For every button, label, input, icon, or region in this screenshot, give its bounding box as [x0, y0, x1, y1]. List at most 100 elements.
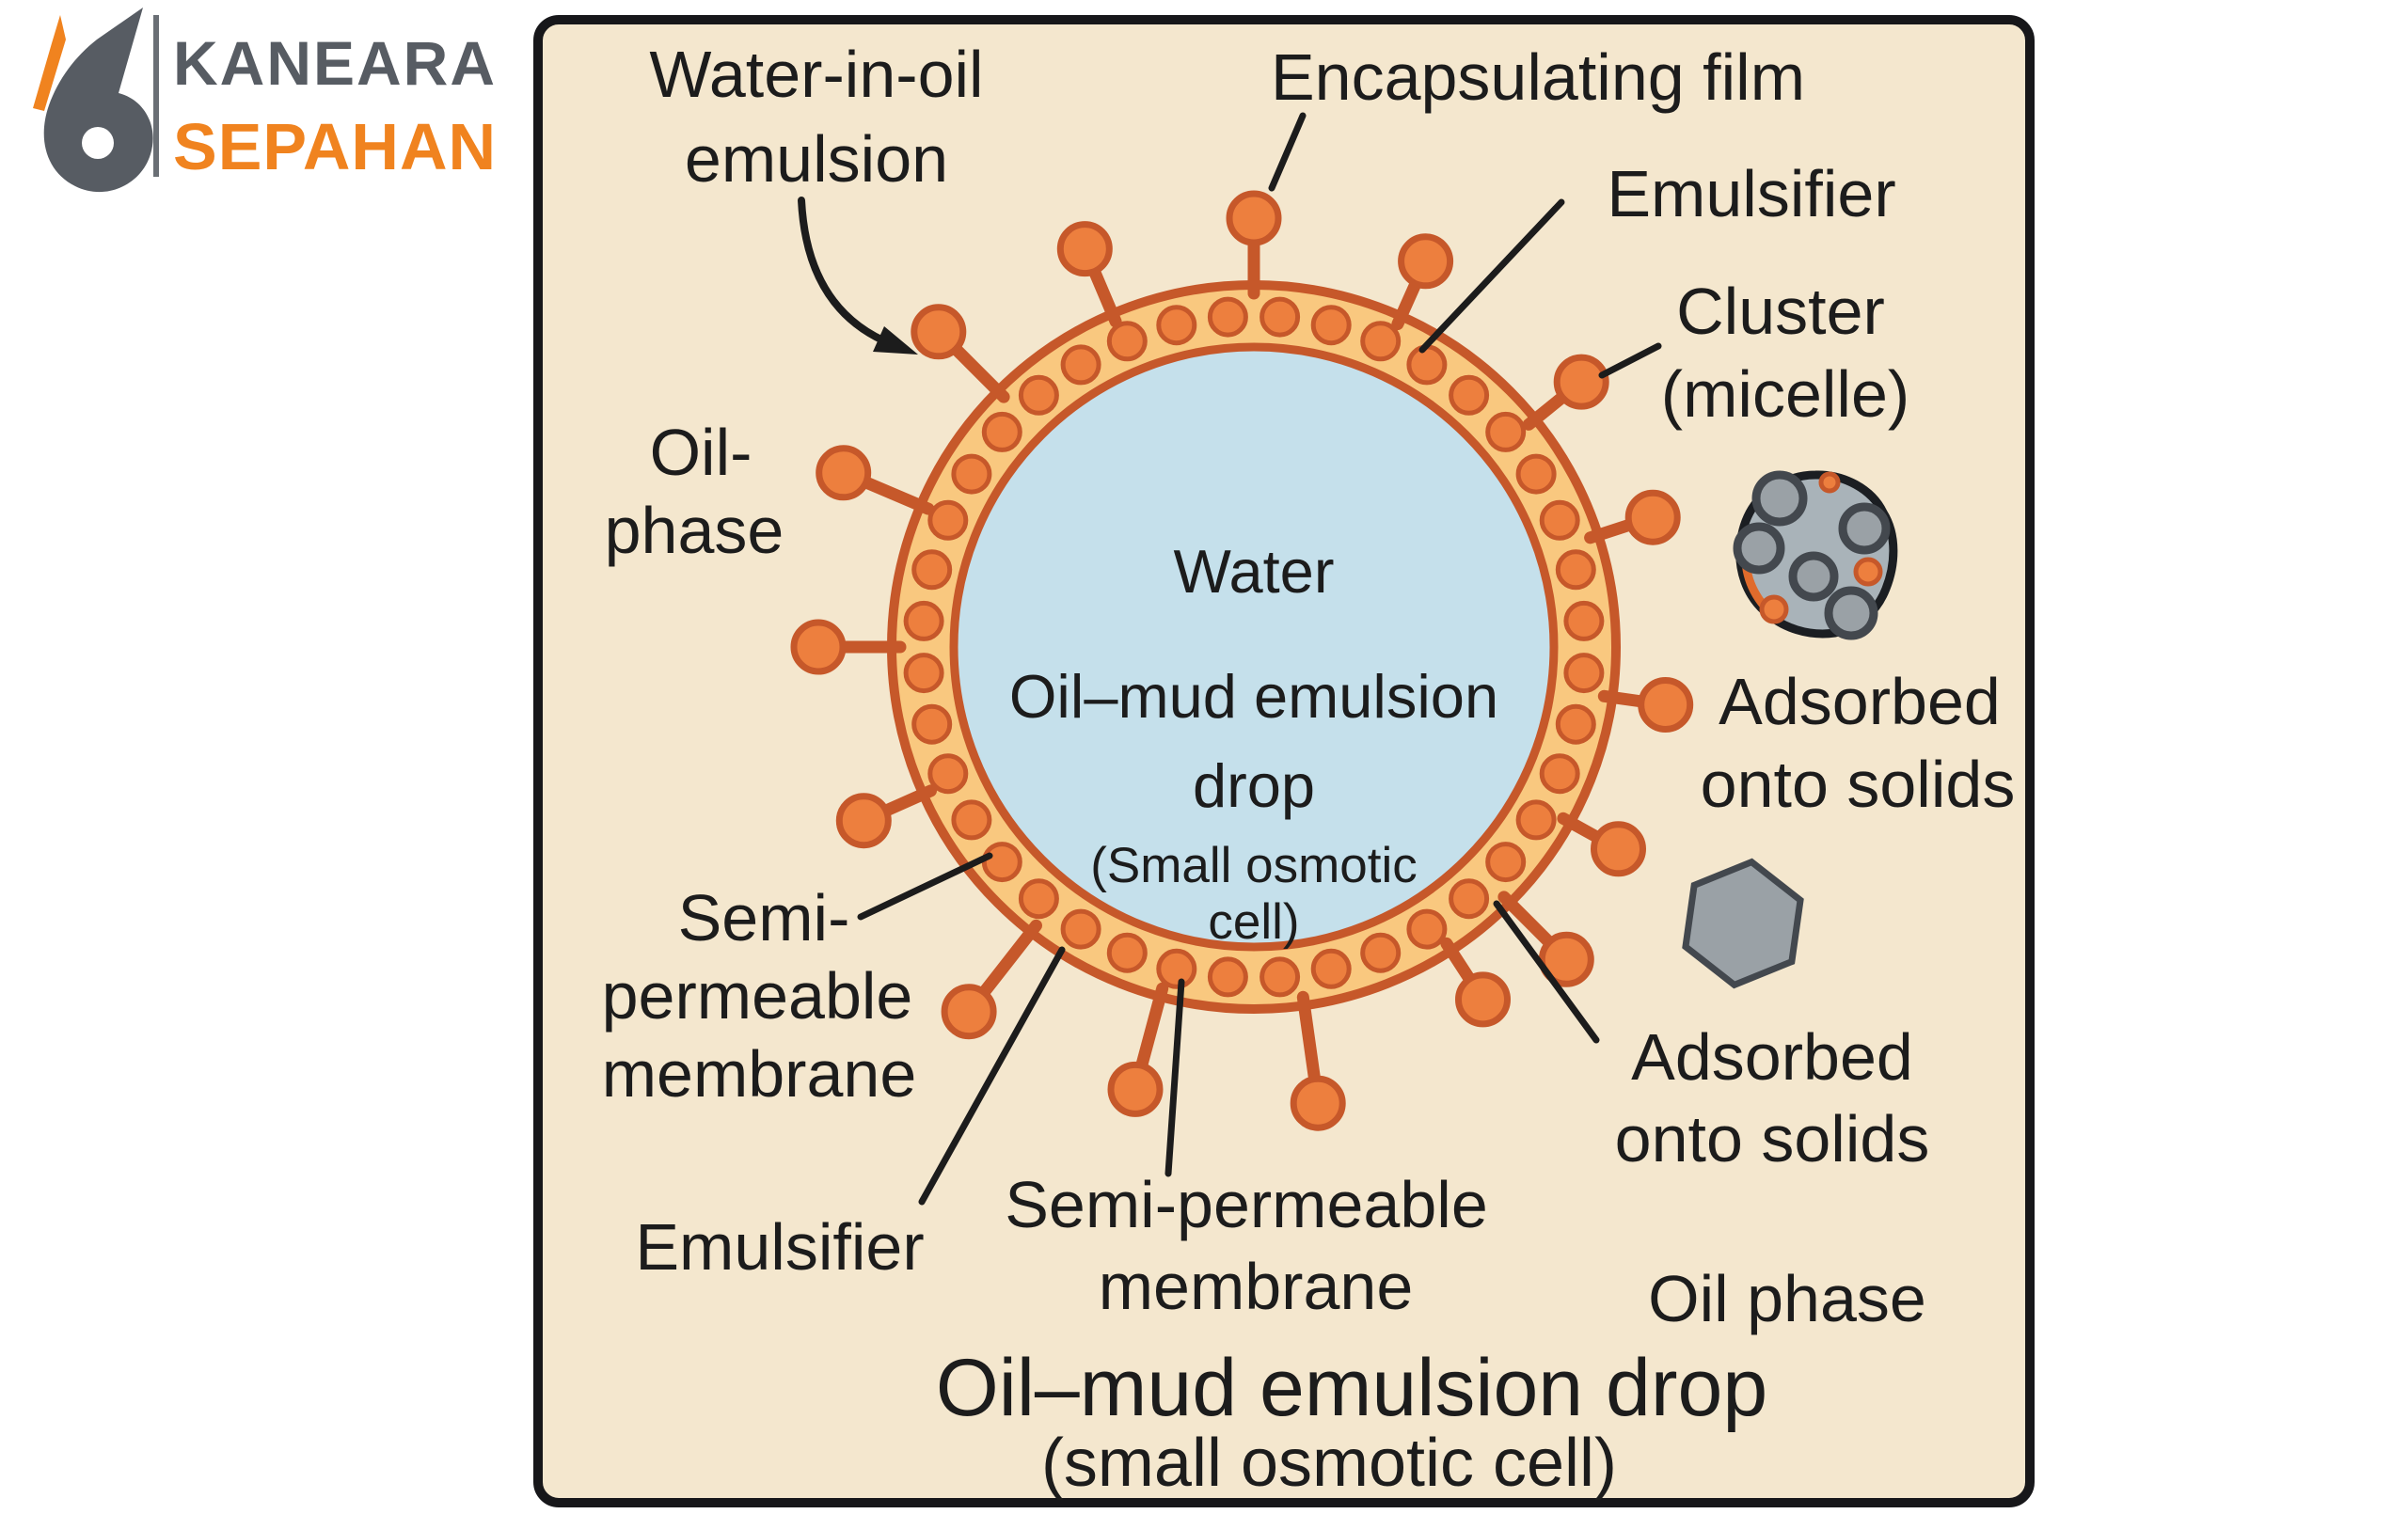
solids-cluster-icon: [1733, 470, 1898, 640]
figure-panel: Water-in-oil emulsion Encapsulating film…: [533, 15, 2035, 1507]
pin-head: [1638, 677, 1694, 733]
emulsion-drop: [790, 190, 1694, 1131]
label-semi-bottom-2: membrane: [1099, 1250, 1414, 1323]
pin-head: [790, 619, 847, 675]
emulsifier-dot: [981, 411, 1022, 452]
membrane-dots: [903, 296, 1605, 998]
solid-particle: [1838, 502, 1891, 555]
emulsifier-dot: [1539, 753, 1580, 795]
emulsifier-pins: [790, 190, 1694, 1131]
solid-hexagon-icon: [1682, 858, 1804, 989]
label-bottom-title: Oil–mud emulsion drop: [936, 1343, 1767, 1433]
emulsifier-dot: [1406, 908, 1448, 950]
pin-stem: [1133, 982, 1169, 1080]
emulsifier-dot: [951, 799, 992, 841]
emulsifier-dot: [1406, 344, 1448, 386]
brand-name-top: KANEARA: [173, 28, 497, 98]
emulsifier-dot: [1106, 321, 1148, 362]
emulsifier-dot: [1018, 374, 1059, 416]
pin-stem: [944, 338, 1010, 403]
pointer-emulsifier-bottom: [918, 946, 1066, 1206]
emulsifier-dot: [1310, 305, 1352, 346]
emulsifier-dot: [1555, 703, 1596, 745]
arrow-shaft: [798, 197, 895, 348]
label-semi-left-3: membrane: [602, 1037, 917, 1111]
pin-head: [1538, 931, 1594, 987]
emulsifier-dot: [1060, 344, 1101, 386]
pin-stem: [1296, 990, 1323, 1093]
emulsifier-dot: [1156, 948, 1197, 989]
emulsifier-dot: [1449, 878, 1490, 920]
emulsifier-dot: [1310, 948, 1352, 989]
emulsifier-dot: [1360, 932, 1402, 973]
emulsifier-dot: [911, 549, 953, 591]
label-adsorbed-right-2: onto solids: [1701, 748, 2016, 821]
emulsifier-dot: [1060, 908, 1101, 950]
label-semi-left-1: Semi-: [678, 881, 850, 954]
arrow-head-icon: [873, 326, 918, 355]
emulsifier-dot: [1515, 453, 1557, 495]
solid-particle: [1788, 551, 1839, 602]
label-oil-phase-left-2: phase: [605, 494, 784, 567]
label-water-in-oil-2: emulsion: [685, 122, 948, 196]
label-bottom-subtitle: (small osmotic cell): [1041, 1426, 1617, 1501]
pin-stem: [1497, 891, 1561, 954]
logo-divider: [153, 15, 159, 177]
drop-center-line5: cell): [1208, 894, 1299, 950]
water-core: [949, 342, 1559, 952]
emulsifier-dot: [1485, 411, 1527, 452]
emulsifier-dot: [1449, 374, 1490, 416]
pin-head: [1553, 354, 1609, 410]
emulsifier-dot: [1207, 956, 1248, 998]
pointer-cluster: [1598, 342, 1662, 379]
label-oil-phase-left-1: Oil-: [650, 416, 752, 489]
label-cluster-1: Cluster: [1676, 275, 1885, 348]
drop-center-line4: (Small osmotic: [1090, 838, 1418, 893]
emulsifier-dot: [981, 842, 1022, 883]
logo-hole: [82, 127, 114, 159]
pin-head: [911, 304, 967, 360]
label-semi-left-2: permeable: [602, 959, 913, 1033]
emulsifier-dot: [1018, 878, 1059, 920]
adsorbed-emulsifier-dot: [1759, 594, 1789, 624]
solid-particle: [1751, 470, 1808, 527]
emulsifier-dot: [927, 499, 969, 541]
pointer-semi-permeable-bottom: [1164, 978, 1185, 1177]
pin-head: [1455, 971, 1511, 1028]
emulsifier-dot: [1539, 499, 1580, 541]
water-in-oil-arrow: [798, 197, 918, 355]
pin-head: [1290, 1075, 1346, 1131]
label-adsorbed-right-1: Adsorbed: [1719, 665, 2001, 738]
pin-head: [1398, 233, 1454, 290]
label-emulsifier-bottom: Emulsifier: [635, 1210, 924, 1284]
label-oil-phase-bottom: Oil phase: [1648, 1262, 1926, 1335]
pointer-encapsulating-film: [1268, 112, 1307, 192]
emulsifier-dot: [927, 753, 969, 795]
emulsifier-dot: [1515, 799, 1557, 841]
emulsifier-dot: [1555, 549, 1596, 591]
emulsifier-dot: [911, 703, 953, 745]
pin-stem: [852, 473, 935, 515]
label-emulsifier-top: Emulsifier: [1607, 157, 1895, 230]
logo-drop-shape: [43, 8, 153, 193]
pin-head: [1226, 190, 1282, 246]
emulsifier-dot: [903, 653, 944, 694]
emulsifier-dot: [1259, 296, 1301, 338]
logo-mark-icon: [33, 8, 159, 193]
drop-center-line1: Water: [1174, 537, 1335, 606]
logo-orange-slash: [33, 15, 66, 111]
label-cluster-2: (micelle): [1661, 357, 1909, 431]
emulsifier-dot: [1259, 956, 1301, 998]
drop-center-line2: Oil–mud emulsion: [1009, 662, 1498, 731]
pin-head: [1624, 489, 1681, 545]
label-adsorbed-bottom-2: onto solids: [1615, 1102, 1930, 1175]
emulsifier-dot: [1563, 600, 1605, 641]
solid-particle: [1733, 522, 1785, 575]
pin-head: [835, 793, 892, 849]
emulsifier-dot: [903, 600, 944, 641]
emulsifier-dot: [1485, 842, 1527, 883]
pin-head: [1591, 821, 1646, 877]
pin-head: [941, 984, 997, 1040]
pin-head: [1056, 221, 1113, 277]
